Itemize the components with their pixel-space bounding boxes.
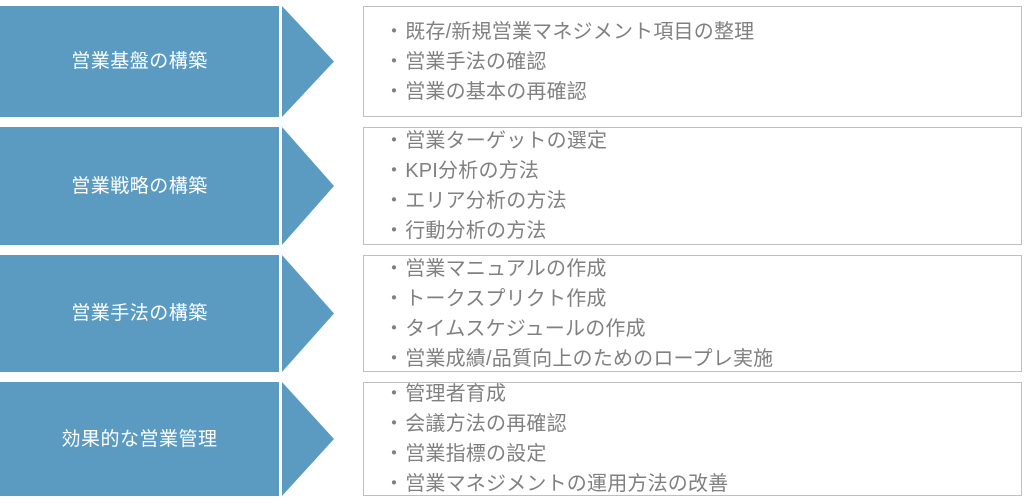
stage-label: 営業手法の構築 <box>71 303 208 324</box>
detail-box-3: ・営業マニュアルの作成・トークスプリクト作成・タイムスケジュールの作成・営業成績… <box>363 255 1022 372</box>
detail-box-4: ・管理者育成・会議方法の再確認・営業指標の設定・営業マネジメントの運用方法の改善 <box>363 382 1022 496</box>
bullet-mark-icon: ・ <box>384 130 405 152</box>
bullet-item: ・営業マネジメントの運用方法の改善 <box>384 469 1011 499</box>
bullet-item: ・営業手法の確認 <box>384 47 1011 77</box>
stage-chevron-body: 営業基盤の構築 <box>0 6 279 117</box>
bullet-text: 営業手法の確認 <box>405 50 547 73</box>
bullet-item: ・管理者育成 <box>384 379 1011 409</box>
arrow-right-icon <box>282 127 334 245</box>
bullet-item: ・タイムスケジュールの作成 <box>384 314 1011 344</box>
bullet-text: 営業マネジメントの運用方法の改善 <box>405 473 729 495</box>
process-row: 営業基盤の構築・既存/新規営業マネジメント項目の整理・営業手法の確認・営業の基本… <box>0 6 1024 117</box>
bullet-mark-icon: ・ <box>384 190 405 212</box>
bullet-text: トークスプリクト作成 <box>405 287 607 310</box>
stage-chevron-3[interactable]: 営業手法の構築 <box>0 255 340 372</box>
bullet-text: 営業の基本の再確認 <box>405 80 588 103</box>
bullet-item: ・会議方法の再確認 <box>384 409 1011 439</box>
bullet-mark-icon: ・ <box>384 50 405 73</box>
bullet-text: 行動分析の方法 <box>405 220 547 242</box>
bullet-text: 管理者育成 <box>405 383 507 405</box>
bullet-item: ・営業ターゲットの選定 <box>384 126 1011 156</box>
bullet-text: 会議方法の再確認 <box>405 413 567 435</box>
bullet-text: 営業マニュアルの作成 <box>405 257 607 280</box>
bullet-mark-icon: ・ <box>384 220 405 242</box>
stage-label: 効果的な営業管理 <box>61 428 218 450</box>
bullet-mark-icon: ・ <box>384 287 405 310</box>
stage-label: 営業基盤の構築 <box>71 51 208 72</box>
arrow-right-icon <box>282 6 334 117</box>
detail-box-1: ・既存/新規営業マネジメント項目の整理・営業手法の確認・営業の基本の再確認 <box>363 6 1022 117</box>
bullet-text: 営業成績/品質向上のためのロープレ実施 <box>405 347 774 370</box>
bullet-item: ・トークスプリクト作成 <box>384 284 1011 314</box>
bullet-item: ・営業マニュアルの作成 <box>384 254 1011 284</box>
process-row: 営業手法の構築・営業マニュアルの作成・トークスプリクト作成・タイムスケジュールの… <box>0 255 1024 372</box>
bullet-text: 既存/新規営業マネジメント項目の整理 <box>405 20 755 43</box>
bullet-item: ・行動分析の方法 <box>384 216 1011 246</box>
bullet-mark-icon: ・ <box>384 413 405 435</box>
bullet-mark-icon: ・ <box>384 80 405 103</box>
process-row: 効果的な営業管理・管理者育成・会議方法の再確認・営業指標の設定・営業マネジメント… <box>0 382 1024 496</box>
stage-chevron-body: 営業手法の構築 <box>0 255 279 372</box>
bullet-mark-icon: ・ <box>384 257 405 280</box>
bullet-mark-icon: ・ <box>384 383 405 405</box>
bullet-item: ・既存/新規営業マネジメント項目の整理 <box>384 17 1011 47</box>
process-row: 営業戦略の構築・営業ターゲットの選定・KPI分析の方法・エリア分析の方法・行動分… <box>0 127 1024 245</box>
bullet-mark-icon: ・ <box>384 347 405 370</box>
stage-chevron-1[interactable]: 営業基盤の構築 <box>0 6 340 117</box>
stage-chevron-body: 効果的な営業管理 <box>0 382 279 496</box>
bullet-item: ・営業成績/品質向上のためのロープレ実施 <box>384 344 1011 374</box>
bullet-mark-icon: ・ <box>384 160 405 182</box>
stage-chevron-4[interactable]: 効果的な営業管理 <box>0 382 340 496</box>
bullet-item: ・KPI分析の方法 <box>384 156 1011 186</box>
arrow-right-icon <box>282 255 334 372</box>
bullet-mark-icon: ・ <box>384 443 405 465</box>
bullet-item: ・エリア分析の方法 <box>384 186 1011 216</box>
stage-label: 営業戦略の構築 <box>71 175 208 197</box>
bullet-item: ・営業指標の設定 <box>384 439 1011 469</box>
bullet-mark-icon: ・ <box>384 473 405 495</box>
bullet-text: 営業ターゲットの選定 <box>405 130 608 152</box>
arrow-right-icon <box>282 382 334 496</box>
bullet-text: KPI分析の方法 <box>405 160 540 182</box>
bullet-text: タイムスケジュールの作成 <box>405 317 646 340</box>
stage-chevron-body: 営業戦略の構築 <box>0 127 279 245</box>
bullet-mark-icon: ・ <box>384 20 405 43</box>
bullet-mark-icon: ・ <box>384 317 405 340</box>
detail-box-2: ・営業ターゲットの選定・KPI分析の方法・エリア分析の方法・行動分析の方法 <box>363 127 1022 245</box>
stage-chevron-2[interactable]: 営業戦略の構築 <box>0 127 340 245</box>
bullet-text: エリア分析の方法 <box>405 190 567 212</box>
bullet-text: 営業指標の設定 <box>405 443 547 465</box>
bullet-item: ・営業の基本の再確認 <box>384 77 1011 107</box>
